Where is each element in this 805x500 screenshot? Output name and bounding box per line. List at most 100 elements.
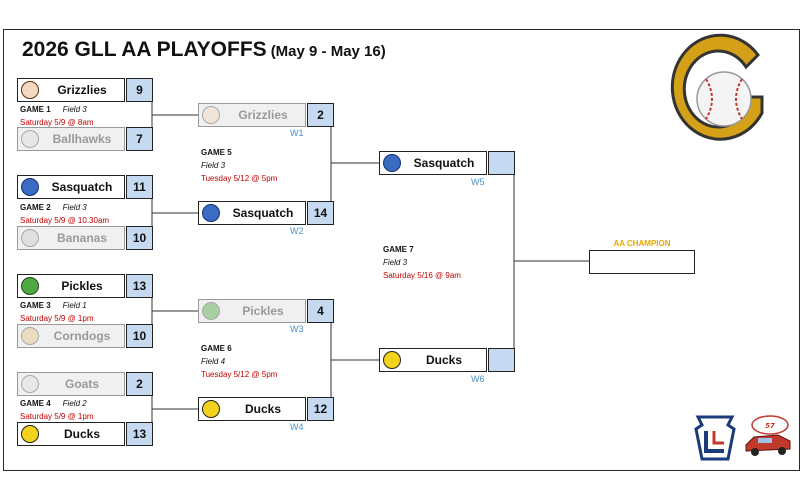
score-box: 2 [307,103,334,127]
team-box: Sasquatch [17,175,125,199]
score-box [488,348,515,372]
game-date: Saturday 5/9 @ 1pm [20,412,94,421]
team-box: Corndogs [17,324,125,348]
team-box: Ducks [379,348,487,372]
score-box: 11 [126,175,153,199]
pickle-icon [202,302,220,320]
game-info-7: GAME 7 Field 3 Saturday 5/16 @ 9am [383,243,461,282]
game-number: GAME 3 [20,301,51,310]
banana-icon [21,229,39,247]
game-date: Tuesday 5/12 @ 5pm [201,174,278,183]
team-box: Pickles [198,299,306,323]
team-name: Sasquatch [232,206,294,220]
team-name: Pickles [242,304,284,318]
title-main: 2026 GLL AA PLAYOFFS [22,38,267,61]
team-box: Goats [17,372,125,396]
sasquatch-icon [383,154,401,172]
game-field: Field 3 [201,161,226,170]
bracket-frame [3,29,800,471]
score-box: 12 [307,397,334,421]
sasquatch-icon [202,204,220,222]
team-box: Pickles [17,274,125,298]
score-box: 13 [126,274,153,298]
gll-baseball-logo [670,33,764,141]
game-date: Saturday 5/16 @ 9am [383,271,461,280]
team-name: Ducks [244,402,282,416]
game-info-4: GAME 4 Field 2 Saturday 5/9 @ 1pm [20,397,94,423]
game-date: Saturday 5/9 @ 1pm [20,314,94,323]
team-name: Ballhawks [52,132,112,146]
game-number: GAME 6 [201,344,232,353]
score-box: 9 [126,78,153,102]
team-name: Sasquatch [413,156,475,170]
game-info-3: GAME 3 Field 1 Saturday 5/9 @ 1pm [20,299,94,325]
game-number: GAME 4 [20,399,51,408]
game-info-5: GAME 5 Field 3 Tuesday 5/12 @ 5pm [201,146,277,185]
game-number: GAME 7 [383,245,414,254]
team-name: Pickles [61,279,103,293]
game-field: Field 4 [201,357,226,366]
team-name: Grizzlies [57,83,107,97]
game-field: Field 2 [62,399,87,408]
california-57-car-logo: 57 [745,415,791,456]
pickle-icon [21,277,39,295]
score-box: 7 [126,127,153,151]
game-number: GAME 5 [201,148,232,157]
game-date: Tuesday 5/12 @ 5pm [201,370,278,379]
game-field: Field 3 [383,258,408,267]
team-box: Ducks [17,422,125,446]
winner-label: W4 [290,422,304,432]
team-box: Sasquatch [379,151,487,175]
score-box [488,151,515,175]
game-info-6: GAME 6 Field 4 Tuesday 5/12 @ 5pm [201,342,277,381]
corndog-icon [21,327,39,345]
champion-label: AA CHAMPION [613,239,671,248]
sasquatch-icon [21,178,39,196]
team-box: Sasquatch [198,201,306,225]
winner-label: W6 [471,374,485,384]
little-league-keystone-icon [694,415,736,461]
team-name: Sasquatch [51,180,113,194]
game-info-2: GAME 2 Field 3 Saturday 5/9 @ 10.30am [20,201,109,227]
team-box: Ballhawks [17,127,125,151]
score-box: 10 [126,324,153,348]
winner-label: W3 [290,324,304,334]
winner-label: W1 [290,128,304,138]
score-box: 4 [307,299,334,323]
winner-label: W5 [471,177,485,187]
team-name: Goats [64,377,99,391]
team-name: Ducks [425,353,463,367]
team-name: Corndogs [53,329,111,343]
score-box: 10 [126,226,153,250]
game-date: Saturday 5/9 @ 8am [20,118,94,127]
team-box: Grizzlies [17,78,125,102]
winner-label: W2 [290,226,304,236]
game-number: GAME 2 [20,203,51,212]
hawk-icon [21,130,39,148]
champion-box [589,250,695,274]
title-dates: (May 9 - May 16) [270,43,386,60]
score-box: 2 [126,372,153,396]
team-name: Bananas [56,231,108,245]
bear-icon [21,81,39,99]
game-info-1: GAME 1 Field 3 Saturday 5/9 @ 8am [20,103,94,129]
team-box: Grizzlies [198,103,306,127]
bear-icon [202,106,220,124]
game-number: GAME 1 [20,105,51,114]
team-name: Grizzlies [238,108,288,122]
game-field: Field 1 [62,301,87,310]
score-box: 13 [126,422,153,446]
page-title: 2026 GLL AA PLAYOFFS(May 9 - May 16) [22,38,386,62]
game-field: Field 3 [62,105,87,114]
team-name: Ducks [63,427,101,441]
svg-text:57: 57 [765,422,775,430]
game-field: Field 3 [62,203,87,212]
duck-icon [202,400,220,418]
game-date: Saturday 5/9 @ 10.30am [20,216,110,225]
duck-icon [21,425,39,443]
team-box: Bananas [17,226,125,250]
goat-icon [21,375,39,393]
team-box: Ducks [198,397,306,421]
score-box: 14 [307,201,334,225]
duck-icon [383,351,401,369]
